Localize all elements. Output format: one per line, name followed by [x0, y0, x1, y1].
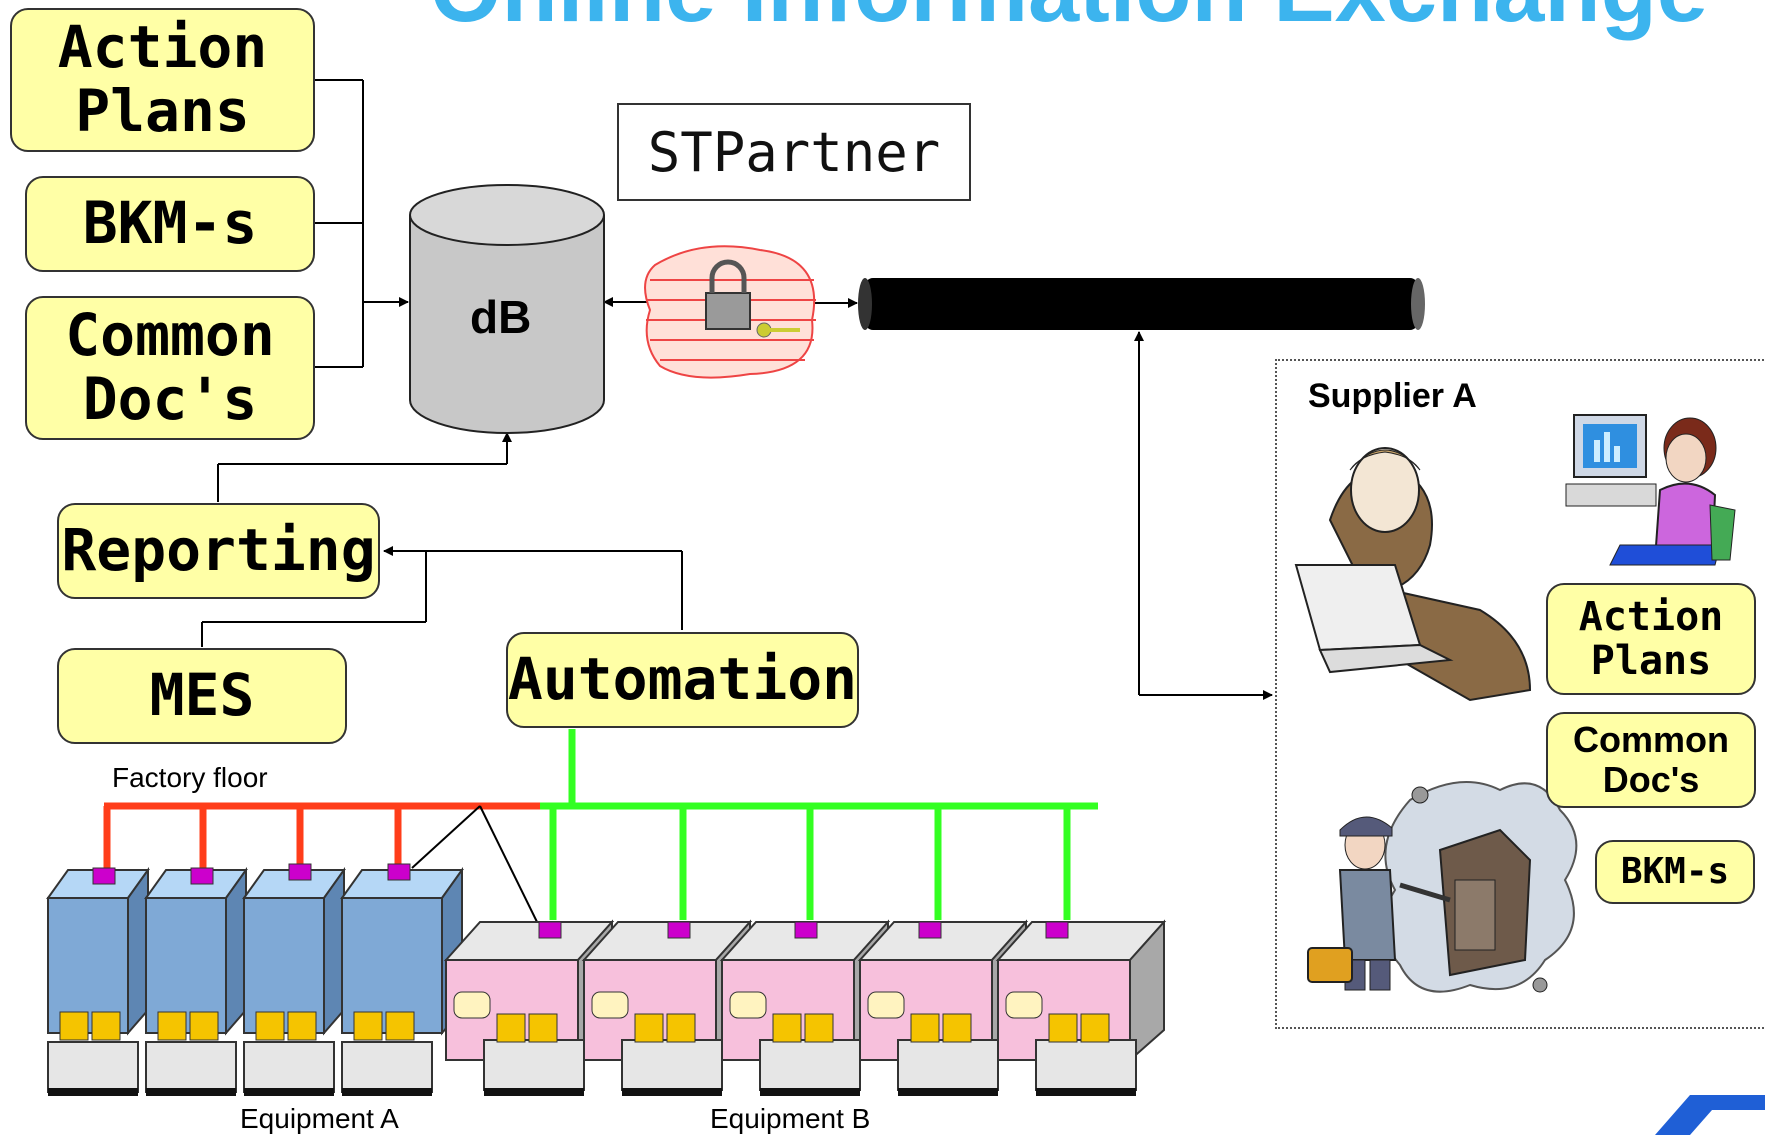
common-docs-box: Common Doc's: [25, 296, 315, 440]
equipment-b-label: Equipment B: [710, 1103, 871, 1134]
equipment-a-unit: [46, 866, 150, 1096]
st-logo-icon: [1655, 1095, 1765, 1135]
equipment-a-unit: [144, 866, 248, 1096]
network-pipe: [858, 278, 1425, 330]
businessman-laptop-icon: [1294, 447, 1532, 702]
stpartner-box: STPartner: [617, 103, 971, 201]
automation-box: Automation: [506, 632, 859, 728]
supplier-action-plans-box: Action Plans: [1546, 583, 1756, 695]
mes-box: MES: [57, 648, 347, 744]
equipment-b-group: [443, 919, 1167, 1096]
equipment-a-unit: [242, 863, 346, 1096]
factory-floor-label: Factory floor: [112, 762, 268, 793]
equipment-b-unit: [995, 919, 1167, 1096]
database-cylinder: [409, 184, 605, 434]
green-bus: [540, 729, 1098, 920]
equipment-b-unit: [719, 919, 891, 1096]
action-plans-box: Action Plans: [10, 8, 315, 152]
supplier-name: Supplier A: [1308, 377, 1477, 415]
equipment-a-unit: [340, 863, 464, 1096]
red-bus: [103, 802, 540, 870]
database-label: dB: [470, 291, 532, 343]
woman-computer-icon: [1565, 414, 1736, 566]
supplier-panel: [1275, 359, 1765, 1029]
supplier-bkms-box: BKM-s: [1595, 840, 1755, 904]
page-title: Online Information Exchange: [430, 0, 1708, 43]
mechanic-repair-icon: [1307, 781, 1578, 993]
pipe-to-supplier: [1134, 331, 1273, 700]
automation-mes-to-reporting: [201, 546, 683, 647]
docs-to-db-bracket: [313, 79, 409, 368]
equipment-a-label: Equipment A: [240, 1103, 399, 1134]
bkms-box: BKM-s: [25, 176, 315, 272]
reporting-box: Reporting: [57, 503, 380, 599]
equipment-a-group: [46, 863, 464, 1096]
bus-link-lines: [411, 805, 541, 929]
reporting-to-db: [217, 432, 512, 502]
firewall-icon: [644, 245, 816, 379]
supplier-common-docs-box: Common Doc's: [1546, 712, 1756, 808]
